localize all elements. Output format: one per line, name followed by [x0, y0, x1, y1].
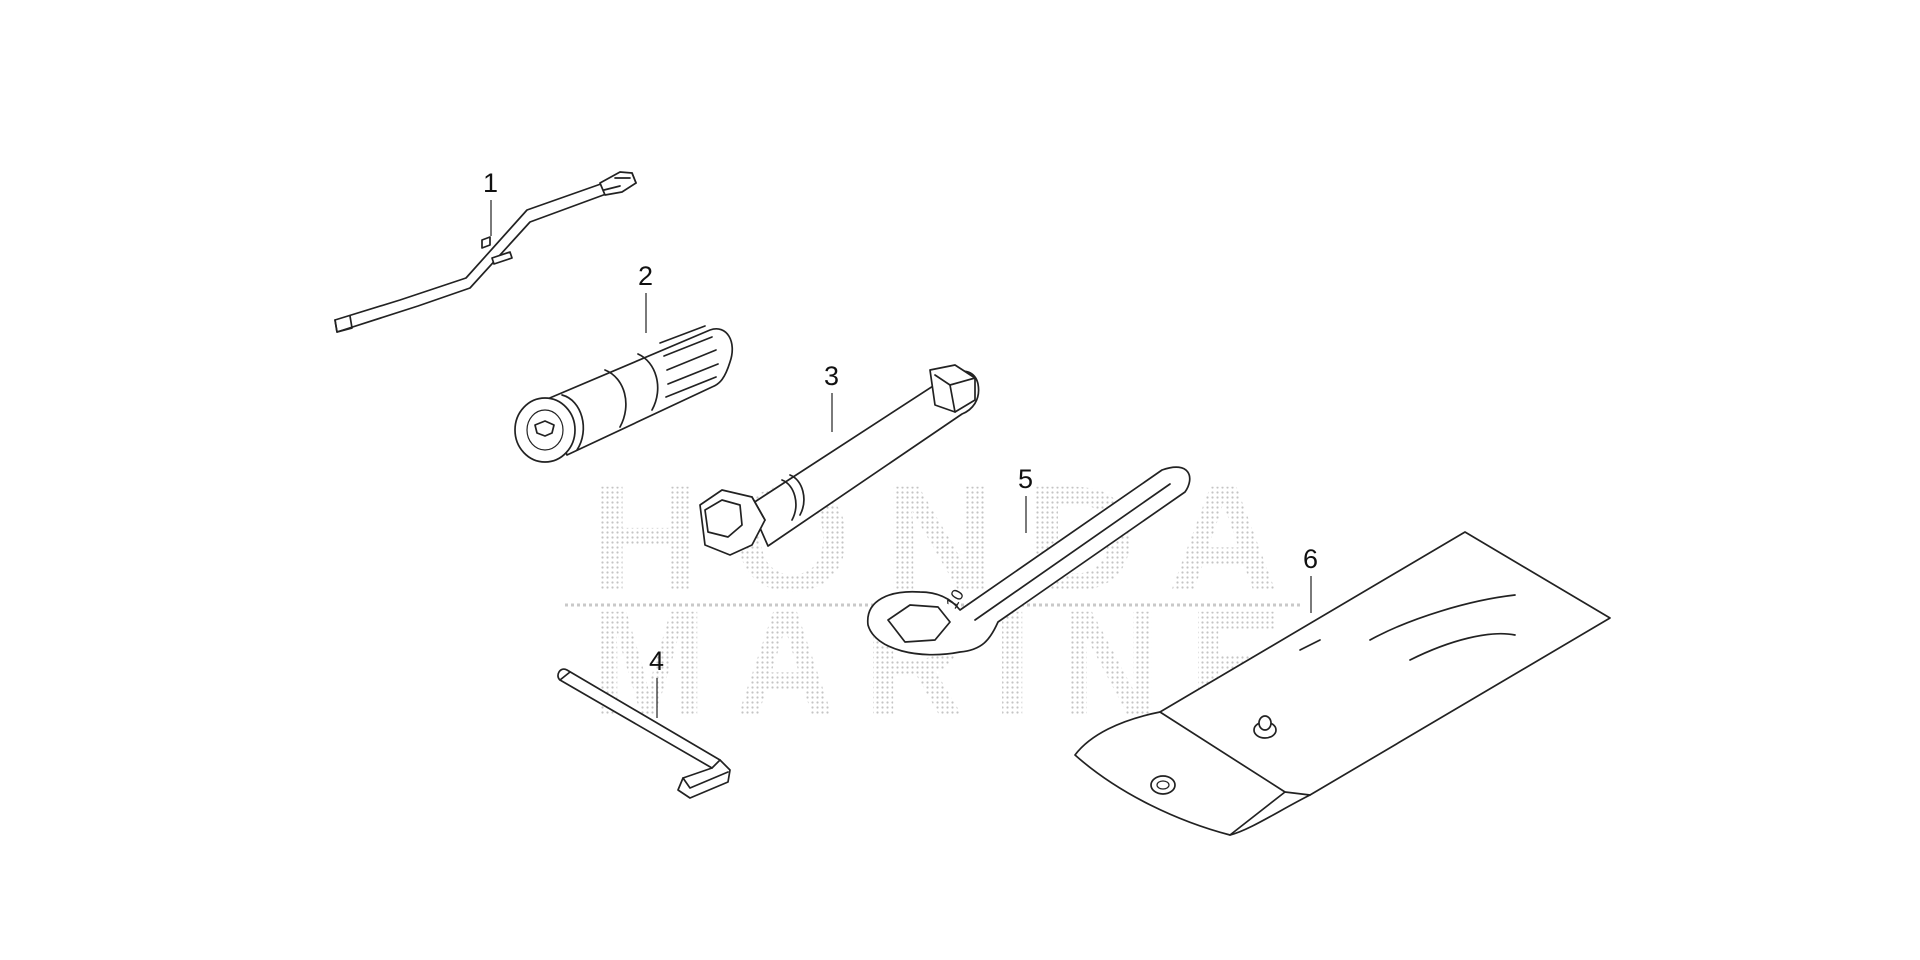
- callout-label-2: 2: [638, 261, 653, 291]
- callout-5[interactable]: 5: [1018, 464, 1033, 533]
- callout-2[interactable]: 2: [638, 261, 653, 333]
- screwdriver-part: [334, 171, 637, 333]
- callout-3[interactable]: 3: [824, 361, 839, 432]
- callout-label-6: 6: [1303, 544, 1318, 574]
- callout-4[interactable]: 4: [649, 646, 664, 718]
- callout-label-3: 3: [824, 361, 839, 391]
- tool-bag-part: [1074, 531, 1611, 836]
- plug-wrench-part: [699, 364, 980, 556]
- callout-label-5: 5: [1018, 464, 1033, 494]
- box-wrench-part: 10: [867, 466, 1191, 656]
- callout-6[interactable]: 6: [1303, 544, 1318, 613]
- callout-label-1: 1: [483, 168, 498, 198]
- callout-label-4: 4: [649, 646, 664, 676]
- hex-key-part: [557, 668, 731, 799]
- screwdriver-grip-part: [514, 325, 734, 463]
- callout-1[interactable]: 1: [483, 168, 498, 236]
